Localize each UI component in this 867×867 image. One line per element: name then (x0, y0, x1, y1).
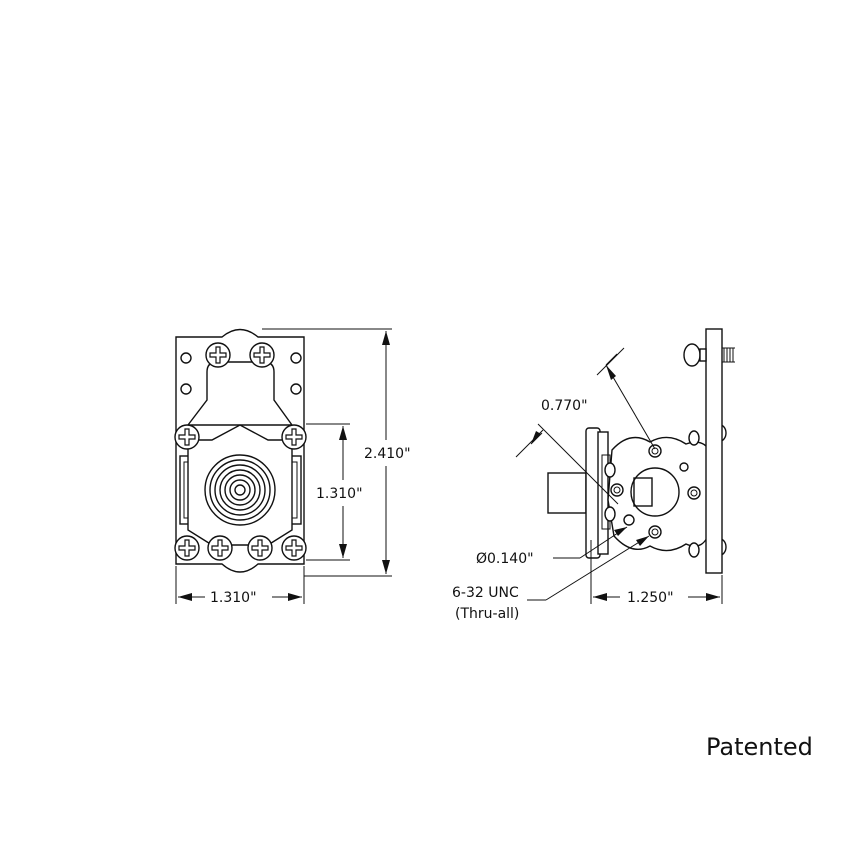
patented-note: Patented (706, 733, 813, 761)
front-view (174, 328, 307, 573)
mount-hole (180, 383, 192, 395)
side-view (547, 328, 735, 574)
screw-icon (174, 535, 200, 561)
side-dimensions: 0.770" Ø0.140" 6-32 UNC (Thru-all) 1.250… (452, 347, 723, 622)
bolt-hole (679, 462, 689, 472)
depth-dim-label: 1.250" (627, 590, 674, 606)
mount-hole (180, 352, 192, 364)
screw-icon (207, 535, 233, 561)
inner-height-dim-label: 1.310" (316, 486, 363, 502)
diagonal-dim-line (537, 423, 619, 505)
bolt-hole (648, 525, 662, 539)
thread-label: 6-32 UNC (452, 585, 519, 601)
screw-icon (281, 535, 307, 561)
mount-hole (290, 352, 302, 364)
hole-dia-label: Ø0.140" (476, 551, 534, 567)
thread-icon (722, 347, 735, 363)
diagonal-dim-label: 0.770" (541, 398, 588, 414)
thread-sublabel: (Thru-all) (455, 606, 519, 622)
hub-body (607, 436, 711, 552)
screw-icon (174, 424, 200, 450)
screw-icon (281, 424, 307, 450)
height-dim-label: 2.410" (364, 446, 411, 462)
screw-icon (247, 535, 273, 561)
bolt-hole (610, 483, 624, 497)
hub-outer-ring (204, 454, 276, 526)
mounting-plate (705, 328, 723, 574)
screw-icon (249, 342, 275, 368)
front-dimensions: 2.410" 1.310" 1.310" (175, 328, 411, 606)
bolt-hole (623, 514, 635, 526)
bolt-hole (687, 486, 701, 500)
shaft-stub (547, 472, 587, 514)
screw-icon (205, 342, 231, 368)
bolt-hole (648, 444, 662, 458)
top-screw-head (683, 343, 701, 367)
center-bore (630, 467, 680, 517)
width-dim-label: 1.310" (210, 590, 257, 606)
mount-hole (290, 383, 302, 395)
